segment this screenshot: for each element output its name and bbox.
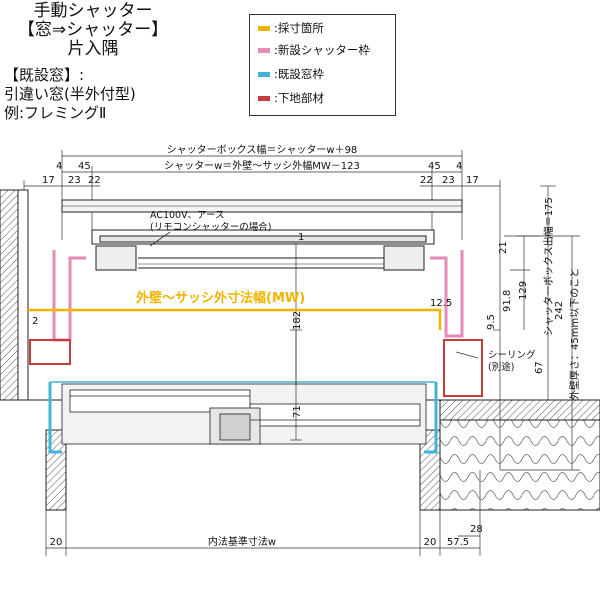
title-line-3: 片入隅 (67, 39, 119, 59)
dim-71: 71 (292, 405, 303, 418)
sealing-label-line1: シーリング (488, 349, 536, 361)
dim-right-4: 4 (456, 161, 462, 172)
title-block: 手動シャッター 【窓⇒シャッター】 片入隅 (4, 2, 182, 59)
dim-left-17: 17 (42, 175, 55, 186)
title-line-1: 手動シャッター (33, 1, 153, 21)
legend-swatch-new-frame (258, 47, 270, 53)
right-wall (439, 399, 600, 511)
spec-line-2: 引違い窓(半外付型) (4, 85, 136, 103)
dim-left-4: 4 (56, 161, 62, 172)
legend-label-substrate: :下地部材 (274, 91, 324, 105)
dim-right-17: 17 (466, 175, 479, 186)
dim-projection: シャッターボックス出幅＝175 (542, 197, 555, 336)
dim-57-5: 57.5 (447, 537, 469, 548)
dim-242: 242 (554, 301, 565, 320)
spec-line-3: 例:フレミングⅡ (4, 104, 107, 122)
dim-20-left: 20 (50, 537, 63, 548)
dim-28: 28 (470, 524, 483, 535)
measurement-line (28, 308, 442, 330)
existing-window-frame (48, 381, 438, 454)
legend-label-measure: :採寸箇所 (274, 21, 324, 35)
shutter-box (61, 199, 463, 271)
dim-1: 1 (298, 232, 304, 243)
dim-right-23: 23 (442, 175, 455, 186)
dim-inner: 内法基準寸法w (208, 535, 276, 548)
title-line-2: 【窓⇒シャッター】 (17, 20, 169, 40)
substrate-members (29, 339, 483, 397)
legend-item-substrate: :下地部材 (258, 89, 324, 107)
dim-91-8: 91.8 (502, 290, 513, 312)
mw-label: 外壁～サッシ外寸法幅(MW) (135, 290, 305, 306)
dim-2: 2 (32, 316, 38, 327)
spec-line-1: 【既設窓】: (4, 66, 85, 84)
dim-right-22: 22 (420, 175, 433, 186)
dim-21: 21 (498, 241, 509, 254)
dim-129: 129 (518, 281, 529, 300)
dim-67: 67 (534, 361, 545, 374)
dim-12-5: 12.5 (430, 298, 452, 309)
dim-182: 182 (292, 311, 303, 330)
legend-item-existing-frame: :既設窓枠 (258, 65, 324, 83)
legend-item-new-frame: :新設シャッター枠 (258, 41, 370, 59)
dim-arrows (290, 329, 302, 441)
dim-9-5: 9.5 (486, 314, 497, 330)
dim-20-right: 20 (424, 537, 437, 548)
ac100v-leader (149, 231, 171, 247)
dim-right-45: 45 (428, 161, 441, 172)
existing-window-spec: 【既設窓】: 引違い窓(半外付型) 例:フレミングⅡ (4, 66, 136, 123)
window-sash (61, 383, 427, 445)
left-wall (0, 189, 29, 401)
legend-swatch-measure (258, 25, 270, 31)
dim-left-23: 23 (68, 175, 81, 186)
legend-label-existing-frame: :既設窓枠 (274, 67, 324, 81)
dim-left-45: 45 (78, 161, 91, 172)
ac100v-label-line2: (リモコンシャッターの場合) (150, 221, 271, 233)
dim-wall-thickness: 外壁厚さ：45mm以下のこと (568, 268, 581, 400)
dim-shutter-w: シャッターw＝外壁～サッシ外幅MW－123 (164, 159, 360, 172)
sealing-leader (455, 351, 479, 359)
legend-item-measure: :採寸箇所 (258, 19, 324, 37)
dim-box-width: シャッターボックス幅＝シャッターw＋98 (167, 143, 358, 156)
dim-left-22: 22 (88, 175, 101, 186)
ac100v-label-line1: AC100V、アース (150, 210, 225, 221)
legend-swatch-substrate (258, 95, 270, 101)
legend-label-new-frame: :新設シャッター枠 (274, 43, 370, 57)
sealing-label-line2: (別途) (488, 361, 514, 373)
legend-swatch-existing-frame (258, 71, 270, 77)
legend: :採寸箇所 :新設シャッター枠 :既設窓枠 :下地部材 (249, 14, 396, 116)
